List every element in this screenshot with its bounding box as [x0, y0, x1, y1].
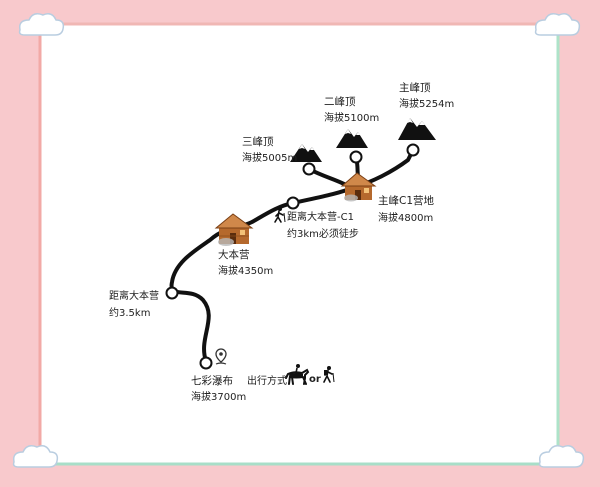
travel-mode-label: 出行方式 [247, 376, 287, 387]
hiker-icon [323, 366, 335, 383]
cloud-icon [538, 445, 585, 468]
base-camp-name-label: 大本营 [218, 249, 250, 261]
horse-rider-icon [285, 364, 310, 385]
turn-name-label: 距离大本营 [109, 291, 159, 302]
c1-distance-waypoint[interactable] [286, 196, 300, 210]
main-peak-name-label: 主峰顶 [399, 82, 431, 94]
start-waypoint[interactable] [199, 356, 213, 370]
cloud-icon [18, 13, 65, 36]
location-pin-icon [215, 348, 227, 365]
main-c1-altitude-label: 海拔4800m [378, 213, 434, 224]
mountain-peak-icon [398, 118, 436, 140]
second-peak-waypoint[interactable] [349, 150, 363, 164]
third-peak-altitude-label: 海拔5005m [242, 153, 298, 164]
main-peak-altitude-label: 海拔5254m [399, 99, 455, 110]
wooden-hut-icon [340, 172, 377, 202]
third-peak-waypoint[interactable] [302, 162, 316, 176]
map-panel [40, 24, 558, 464]
c1-distance-note-label: 约3km必须徒步 [287, 229, 359, 240]
second-peak-altitude-label: 海拔5100m [324, 113, 380, 124]
third-peak-name-label: 三峰顶 [242, 136, 274, 148]
hiker-icon [274, 207, 286, 223]
main-c1-name-label: 主峰C1营地 [378, 195, 435, 207]
second-peak-name-label: 二峰顶 [324, 96, 356, 108]
c1-distance-name-label: 距离大本营-C1 [287, 212, 354, 223]
base-camp-altitude-label: 海拔4350m [218, 266, 274, 277]
start-name-label: 七彩瀑布 [191, 375, 233, 387]
cloud-icon [534, 13, 581, 36]
travel-or-label: or [309, 374, 321, 385]
mountain-peak-icon [336, 129, 368, 148]
main-peak-waypoint[interactable] [406, 143, 420, 157]
start-altitude-label: 海拔3700m [191, 392, 247, 403]
wooden-hut-icon [214, 213, 254, 246]
mountain-peak-icon [290, 144, 322, 162]
turn-distance-label: 约3.5km [109, 308, 151, 319]
cloud-icon [12, 445, 59, 468]
turn-waypoint[interactable] [165, 286, 179, 300]
